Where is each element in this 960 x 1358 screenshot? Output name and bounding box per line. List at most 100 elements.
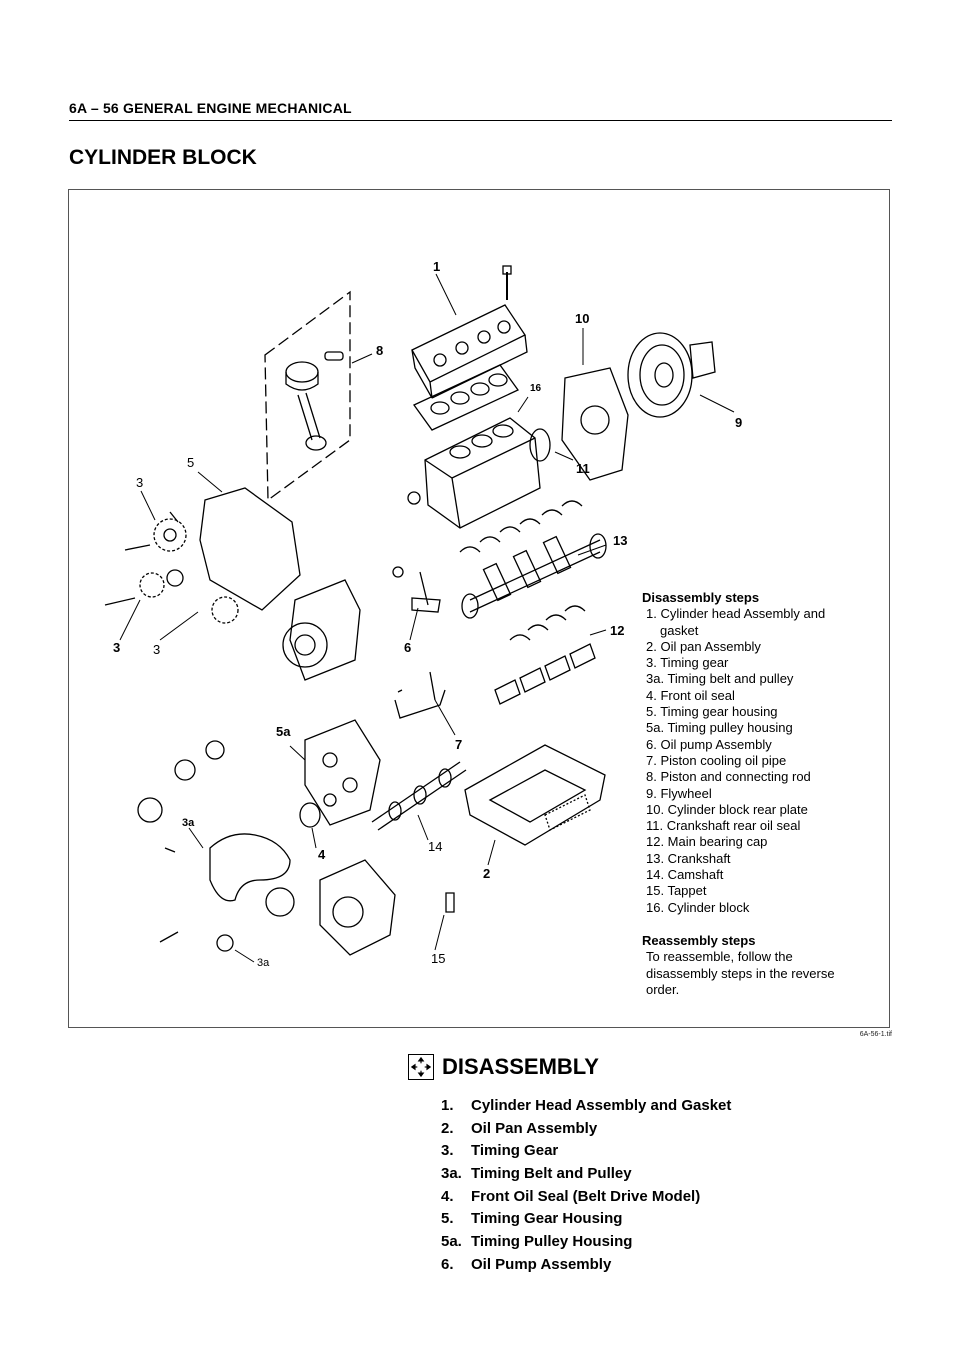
section-title: CYLINDER BLOCK bbox=[69, 146, 257, 169]
timing-pulley-housing-part bbox=[304, 719, 381, 826]
legend-item: 9. Flywheel bbox=[646, 785, 712, 801]
callout-10: 10 bbox=[575, 311, 590, 326]
timing-gear-housing-part bbox=[199, 487, 301, 611]
legend-gap bbox=[642, 916, 835, 933]
injection-pump-part bbox=[282, 579, 361, 681]
reassembly-line: order. bbox=[646, 981, 680, 997]
callout-3a-upper: 3a bbox=[182, 817, 195, 829]
callout-13: 13 bbox=[613, 533, 628, 548]
rear-oil-seal-part bbox=[529, 428, 551, 462]
main-bearing-caps bbox=[494, 605, 596, 705]
legend-item: 7. Piston cooling oil pipe bbox=[646, 752, 787, 768]
callout-5: 5 bbox=[187, 455, 195, 470]
step-number: 1. bbox=[441, 1097, 454, 1114]
rear-plate-part bbox=[561, 367, 629, 481]
list-item: 5a. Timing Pulley Housing bbox=[441, 1233, 731, 1256]
step-label: Oil Pump Assembly bbox=[471, 1255, 612, 1273]
reassembly-line: disassembly steps in the reverse bbox=[646, 965, 835, 981]
legend-item: gasket bbox=[660, 622, 699, 638]
rear-plate-hole bbox=[580, 405, 610, 435]
upper-bearings bbox=[459, 500, 583, 553]
callout-11: 11 bbox=[576, 461, 590, 476]
tappet-part bbox=[445, 892, 455, 913]
figure-frame bbox=[68, 189, 890, 1028]
gasket-bores bbox=[430, 373, 508, 415]
crankshaft-part bbox=[461, 533, 607, 619]
legend-item: 3a. Timing belt and pulley bbox=[646, 671, 794, 687]
timing-gears bbox=[104, 511, 239, 624]
legend-item: 5a. Timing pulley housing bbox=[646, 720, 793, 736]
callout-3-mid: 3 bbox=[153, 642, 161, 657]
legend-item: 2. Oil pan Assembly bbox=[646, 638, 761, 654]
list-item: 3a. Timing Belt and Pulley bbox=[441, 1165, 731, 1188]
legend-item: 11. Crankshaft rear oil seal bbox=[646, 818, 801, 834]
legend-item: 12. Main bearing cap bbox=[646, 834, 768, 850]
disassembly-title: DISASSEMBLY bbox=[442, 1054, 599, 1079]
legend-item: 15. Tappet bbox=[646, 883, 707, 899]
legend-item: 1. Cylinder head Assembly and bbox=[646, 606, 826, 622]
list-item: 6. Oil Pump Assembly bbox=[441, 1256, 731, 1279]
reassembly-line: To reassemble, follow the bbox=[646, 949, 793, 965]
step-label: Timing Gear Housing bbox=[471, 1210, 623, 1228]
callout-15: 15 bbox=[431, 951, 446, 966]
flywheel-part bbox=[627, 332, 716, 418]
pulley-housing-holes bbox=[322, 752, 358, 807]
callout-8: 8 bbox=[376, 343, 384, 358]
legend-item: 16. Cylinder block bbox=[646, 899, 750, 915]
disassembly-heading: DISASSEMBLY bbox=[408, 1052, 599, 1082]
callout-3a-lower: 3a bbox=[257, 957, 270, 969]
list-item: 5. Timing Gear Housing bbox=[441, 1210, 731, 1233]
list-item: 1. Cylinder Head Assembly and Gasket bbox=[441, 1097, 731, 1120]
arrows-out-icon bbox=[408, 1054, 434, 1080]
legend-item: 3. Timing gear bbox=[646, 655, 729, 671]
oil-pump-part bbox=[392, 566, 441, 613]
callout-4: 4 bbox=[318, 847, 326, 862]
callout-1: 1 bbox=[433, 259, 441, 274]
cylinder-block-part bbox=[407, 417, 541, 529]
lower-injection-pump-part bbox=[319, 859, 396, 956]
callout-12: 12 bbox=[610, 623, 625, 638]
reassembly-steps-heading: Reassembly steps bbox=[642, 932, 756, 948]
figure-id: 6A-56-1.tif bbox=[859, 1031, 892, 1038]
timing-belt-part bbox=[137, 740, 295, 952]
list-item: 3.Timing Gear bbox=[441, 1142, 731, 1165]
step-label: Front Oil Seal (Belt Drive Model) bbox=[471, 1187, 701, 1205]
camshaft-part bbox=[371, 761, 467, 831]
cylinder-head-part bbox=[411, 265, 528, 399]
callout-7: 7 bbox=[455, 737, 463, 752]
step-label: Timing Pulley Housing bbox=[471, 1233, 633, 1251]
legend-item: 10. Cylinder block rear plate bbox=[646, 801, 808, 817]
list-item: 4. Front Oil Seal (Belt Drive Model) bbox=[441, 1188, 731, 1211]
callout-6: 6 bbox=[404, 640, 412, 655]
legend-item: 5. Timing gear housing bbox=[646, 704, 778, 720]
callout-9: 9 bbox=[735, 415, 743, 430]
piston-rod-part bbox=[264, 290, 351, 502]
step-number: 6. bbox=[441, 1255, 454, 1273]
callout-5a: 5a bbox=[276, 724, 291, 739]
callout-3-top: 3 bbox=[136, 475, 144, 490]
step-label: Cylinder Head Assembly and Gasket bbox=[471, 1097, 732, 1114]
front-oil-seal-part bbox=[299, 802, 321, 828]
step-number: 3a. bbox=[441, 1165, 462, 1183]
legend-item: 14. Camshaft bbox=[646, 867, 724, 883]
head-gasket-part bbox=[413, 364, 519, 431]
legend-item: 6. Oil pump Assembly bbox=[646, 736, 772, 752]
disassembly-step-list: 1.Cylinder Head Assembly and Gasket 2.Oi… bbox=[441, 1097, 731, 1279]
page-header: 6A – 56 GENERAL ENGINE MECHANICAL bbox=[69, 100, 352, 116]
callout-16: 16 bbox=[530, 383, 542, 394]
legend-item: 8. Piston and connecting rod bbox=[646, 769, 811, 785]
step-label: Timing Belt and Pulley bbox=[471, 1165, 632, 1183]
step-number: 5. bbox=[441, 1210, 454, 1228]
step-label: Timing Gear bbox=[471, 1142, 559, 1160]
leader-lines bbox=[119, 273, 735, 963]
step-number: 2. bbox=[441, 1119, 454, 1137]
oil-pan-part bbox=[464, 744, 606, 846]
legend-item: 13. Crankshaft bbox=[646, 850, 731, 866]
callout-3-left: 3 bbox=[113, 640, 121, 655]
list-item: 2.Oil Pan Assembly bbox=[441, 1120, 731, 1143]
step-number: 5a. bbox=[441, 1233, 462, 1251]
callout-14: 14 bbox=[428, 839, 443, 854]
legend-item: 4. Front oil seal bbox=[646, 687, 735, 703]
step-number: 4. bbox=[441, 1187, 454, 1205]
